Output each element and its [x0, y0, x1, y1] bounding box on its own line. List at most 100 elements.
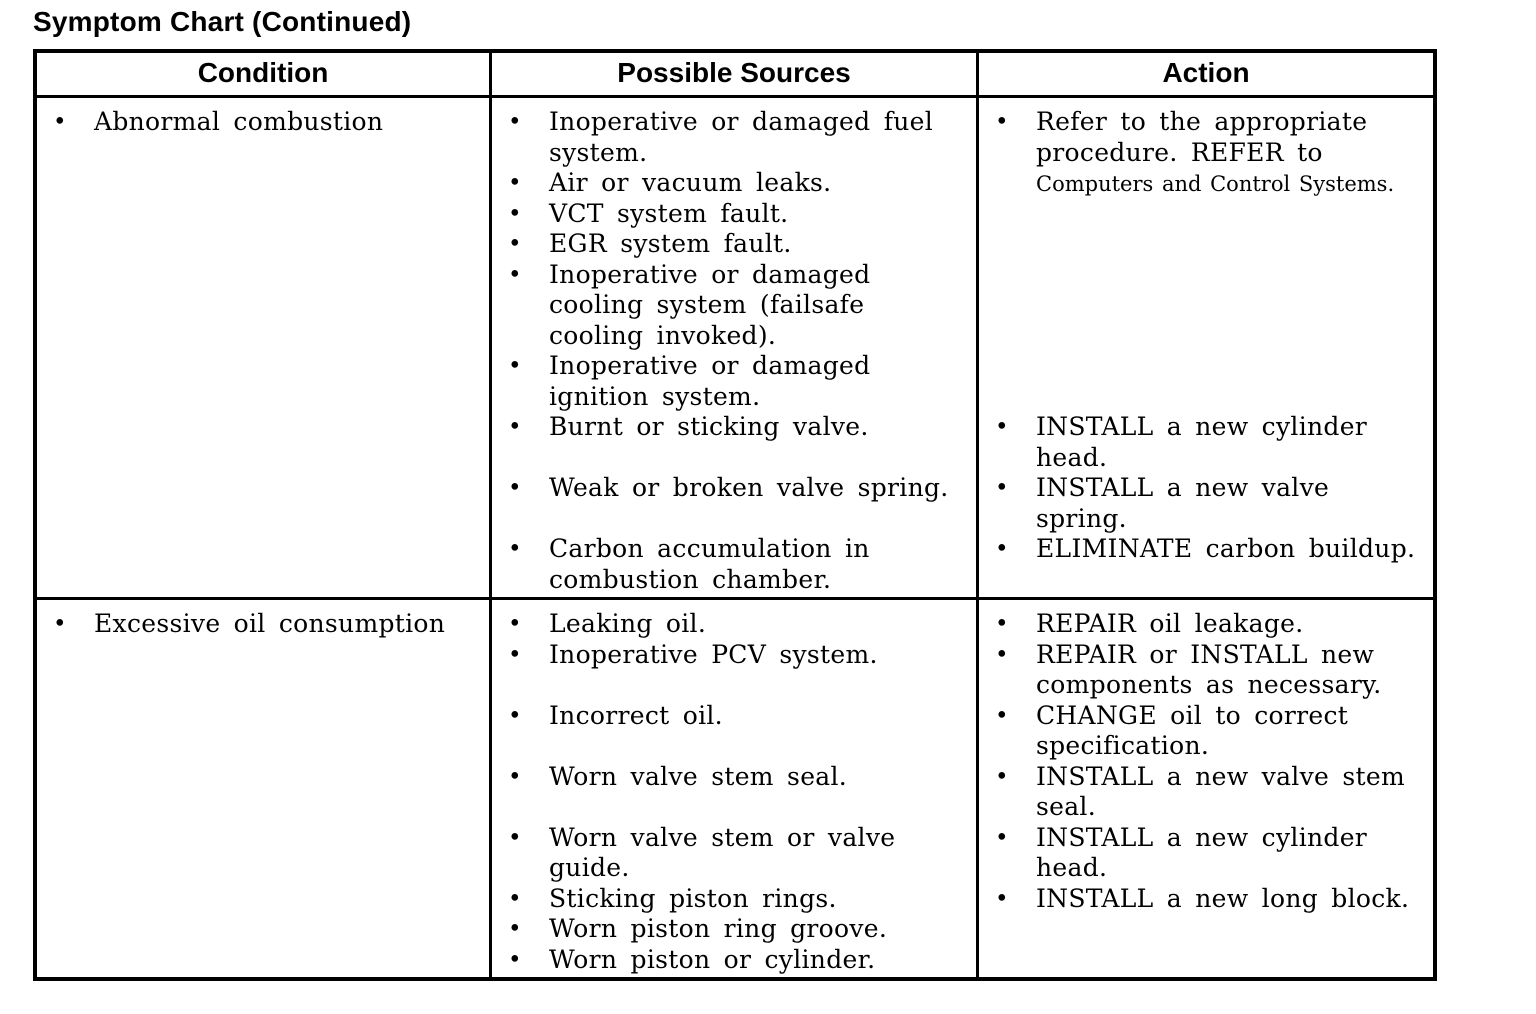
- sources-group: Worn valve stem or valve guide.: [492, 823, 976, 884]
- source-item: Inoperative or damaged fuel system.: [492, 107, 976, 168]
- source-item: Worn valve stem or valve guide.: [492, 823, 976, 884]
- source-item: Inoperative or damaged cooling system (f…: [492, 260, 976, 352]
- actions-list: REPAIR or INSTALL new components as nece…: [979, 640, 1433, 701]
- table-row: Abnormal combustionInoperative or damage…: [37, 98, 1433, 597]
- actions-list: INSTALL a new cylinder head.: [979, 412, 1433, 473]
- source-item: Inoperative or damaged ignition system.: [492, 351, 976, 412]
- actions-cell: REPAIR oil leakage.REPAIR or INSTALL new…: [979, 600, 1433, 977]
- sources-list: Weak or broken valve spring.: [492, 473, 976, 504]
- actions-group: REPAIR or INSTALL new components as nece…: [979, 640, 1433, 701]
- source-item: Weak or broken valve spring.: [492, 473, 976, 504]
- actions-list: CHANGE oil to correct specification.: [979, 701, 1433, 762]
- actions-group: REPAIR oil leakage.: [979, 609, 1433, 640]
- action-text: INSTALL a new cylinder head.: [1036, 822, 1368, 883]
- actions-list: INSTALL a new valve spring.: [979, 473, 1433, 534]
- sources-group: Weak or broken valve spring.: [492, 473, 976, 534]
- sources-list: Inoperative or damaged fuel system.Air o…: [492, 107, 976, 412]
- source-item: EGR system fault.: [492, 229, 976, 260]
- action-text: CHANGE oil to correct specification.: [1036, 700, 1349, 761]
- action-text: ELIMINATE carbon buildup.: [1036, 534, 1416, 563]
- sources-group: Incorrect oil.: [492, 701, 976, 762]
- sources-list: Burnt or sticking valve.: [492, 412, 976, 443]
- actions-group: Refer to the appropriate procedure. REFE…: [979, 107, 1433, 412]
- sources-list: Sticking piston rings.: [492, 884, 976, 915]
- actions-list: INSTALL a new cylinder head.: [979, 823, 1433, 884]
- actions-cell: Refer to the appropriate procedure. REFE…: [979, 98, 1433, 597]
- sources-list: Worn piston ring groove.: [492, 914, 976, 945]
- action-item: Refer to the appropriate procedure. REFE…: [979, 107, 1433, 200]
- action-item: REPAIR or INSTALL new components as nece…: [979, 640, 1433, 701]
- condition-list: Abnormal combustion: [37, 107, 489, 138]
- source-item: Worn piston or cylinder.: [492, 945, 976, 976]
- table-row: Excessive oil consumptionLeaking oil.Ino…: [37, 597, 1433, 977]
- sources-group: Inoperative or damaged fuel system.Air o…: [492, 107, 976, 412]
- source-item: Inoperative PCV system.: [492, 640, 976, 671]
- actions-group: ELIMINATE carbon buildup.: [979, 534, 1433, 595]
- sources-list: Inoperative PCV system.: [492, 640, 976, 671]
- sources-list: Worn valve stem seal.: [492, 762, 976, 793]
- source-item: Burnt or sticking valve.: [492, 412, 976, 443]
- condition-list: Excessive oil consumption: [37, 609, 489, 640]
- action-text: Refer to the appropriate procedure. REFE…: [1036, 107, 1368, 167]
- sources-group: Carbon accumulation in combustion chambe…: [492, 534, 976, 595]
- condition-cell: Abnormal combustion: [37, 98, 489, 597]
- action-text: INSTALL a new valve stem seal.: [1036, 761, 1405, 822]
- actions-list: INSTALL a new long block.: [979, 884, 1433, 915]
- page-title: Symptom Chart (Continued): [33, 6, 412, 37]
- actions-group: INSTALL a new long block.: [979, 884, 1433, 915]
- source-item: VCT system fault.: [492, 199, 976, 230]
- table-header-row: Condition Possible Sources Action: [37, 53, 1433, 98]
- sources-cell: Leaking oil.Inoperative PCV system. Incor…: [489, 600, 979, 977]
- actions-group: INSTALL a new cylinder head.: [979, 823, 1433, 884]
- action-text: REPAIR or INSTALL new components as nece…: [1036, 639, 1382, 700]
- action-item: REPAIR oil leakage.: [979, 609, 1433, 640]
- source-item: Air or vacuum leaks.: [492, 168, 976, 199]
- sources-group: Worn piston or cylinder.: [492, 945, 976, 976]
- sources-group: Burnt or sticking valve.: [492, 412, 976, 473]
- condition-item: Abnormal combustion: [37, 107, 489, 138]
- actions-group: CHANGE oil to correct specification.: [979, 701, 1433, 762]
- actions-group: INSTALL a new valve stem seal.: [979, 762, 1433, 823]
- sources-group: Inoperative PCV system.: [492, 640, 976, 701]
- sources-list: Worn valve stem or valve guide.: [492, 823, 976, 884]
- condition-item: Excessive oil consumption: [37, 609, 489, 640]
- action-item: INSTALL a new long block.: [979, 884, 1433, 915]
- action-item: INSTALL a new valve stem seal.: [979, 762, 1433, 823]
- sources-list: Worn piston or cylinder.: [492, 945, 976, 976]
- sources-list: Leaking oil.: [492, 609, 976, 640]
- sources-group: Worn valve stem seal.: [492, 762, 976, 823]
- actions-list: ELIMINATE carbon buildup.: [979, 534, 1433, 565]
- action-text: INSTALL a new long block.: [1036, 883, 1410, 913]
- actions-group: INSTALL a new valve spring.: [979, 473, 1433, 534]
- source-item: Incorrect oil.: [492, 701, 976, 732]
- sources-group: Worn piston ring groove.: [492, 914, 976, 945]
- actions-list: INSTALL a new valve stem seal.: [979, 762, 1433, 823]
- sources-cell: Inoperative or damaged fuel system.Air o…: [489, 98, 979, 597]
- action-text: INSTALL a new cylinder head.: [1036, 412, 1368, 472]
- actions-group: [979, 945, 1433, 976]
- action-text: INSTALL a new valve spring.: [1036, 473, 1330, 533]
- actions-group: INSTALL a new cylinder head.: [979, 412, 1433, 473]
- document-page: Symptom Chart (Continued) Condition Poss…: [0, 0, 1536, 981]
- action-text: REPAIR oil leakage.: [1036, 609, 1304, 638]
- source-item: Worn valve stem seal.: [492, 762, 976, 793]
- source-item: Sticking piston rings.: [492, 884, 976, 915]
- action-item: INSTALL a new valve spring.: [979, 473, 1433, 534]
- sources-group: Sticking piston rings.: [492, 884, 976, 915]
- actions-list: REPAIR oil leakage.: [979, 609, 1433, 640]
- condition-cell: Excessive oil consumption: [37, 600, 489, 977]
- action-item: INSTALL a new cylinder head.: [979, 412, 1433, 473]
- sources-group: Leaking oil.: [492, 609, 976, 640]
- action-item: CHANGE oil to correct specification.: [979, 701, 1433, 762]
- actions-group: [979, 914, 1433, 945]
- action-item: ELIMINATE carbon buildup.: [979, 534, 1433, 565]
- sources-list: Incorrect oil.: [492, 701, 976, 732]
- column-header-action: Action: [1162, 57, 1250, 88]
- action-item: INSTALL a new cylinder head.: [979, 823, 1433, 884]
- sources-list: Carbon accumulation in combustion chambe…: [492, 534, 976, 595]
- column-header-possible-sources: Possible Sources: [489, 53, 979, 95]
- actions-list: Refer to the appropriate procedure. REFE…: [979, 107, 1433, 200]
- cross-reference-text: Computers and Control Systems.: [1036, 172, 1395, 196]
- symptom-table: Condition Possible Sources Action Abnorm…: [33, 49, 1437, 981]
- source-item: Leaking oil.: [492, 609, 976, 640]
